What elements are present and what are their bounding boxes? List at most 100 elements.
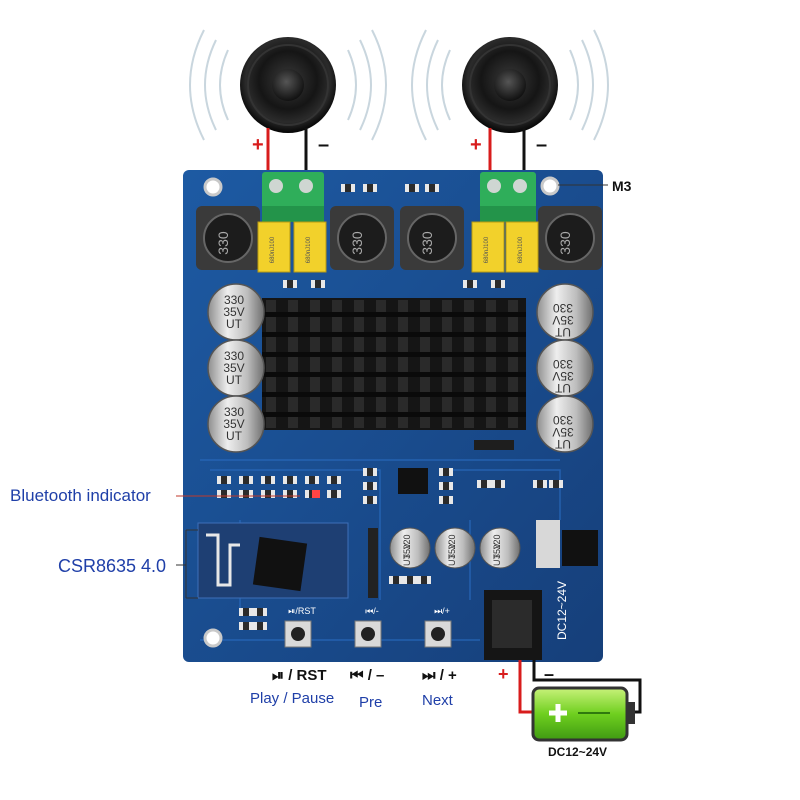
- heatsink-groove: [262, 412, 526, 417]
- smd-part: [239, 490, 253, 498]
- smd-part: [341, 184, 355, 192]
- plus-label-power: +: [498, 664, 509, 684]
- annotation-lines: [176, 184, 608, 599]
- bluetooth-indicator-led: [312, 490, 320, 498]
- terminal-block-right: [480, 172, 536, 222]
- smd-part: [549, 480, 563, 488]
- capacitor-marking: UT: [226, 373, 243, 387]
- capacitor-marking: UT: [447, 554, 457, 566]
- smd-part: [305, 476, 319, 484]
- smd-part: [239, 622, 253, 630]
- next-action: / +: [439, 667, 457, 684]
- pin-header-small: [474, 440, 514, 450]
- smd-part: [439, 496, 453, 504]
- smd-part: [311, 280, 325, 288]
- tactile-button: ⏭/+: [424, 606, 452, 648]
- tactile-button: ⏯/RST: [284, 606, 316, 648]
- inductor: 330: [400, 206, 464, 270]
- heatsink-fin: [486, 300, 496, 428]
- capacitor-marking: UT: [402, 554, 412, 566]
- smd-part: [417, 576, 431, 584]
- previous-icon: ⏮: [350, 667, 364, 684]
- film-cap-marking: 680nJ100: [306, 236, 312, 263]
- heatsink-fin: [464, 300, 474, 428]
- smd-part: [217, 476, 231, 484]
- previous-action: / –: [367, 667, 385, 684]
- heatsink-groove: [262, 372, 526, 377]
- smd-part: [363, 184, 377, 192]
- heatsink-fin: [288, 300, 298, 428]
- sound-waves-right: [411, 29, 609, 141]
- smd-part: [425, 184, 439, 192]
- smd-part: [477, 480, 491, 488]
- opamp-chip: [398, 468, 428, 494]
- heatsink: [262, 298, 526, 430]
- heatsink-fin: [508, 300, 518, 428]
- capacitor-marking: 220: [402, 534, 412, 549]
- pcb-dc-label: DC12~24V: [555, 581, 569, 640]
- capacitor-marking: 220: [492, 534, 502, 549]
- dc-jack: [484, 590, 542, 660]
- capacitor-marking: 35V: [552, 313, 573, 327]
- smd-part: [491, 280, 505, 288]
- inductor: 330: [538, 206, 602, 270]
- capacitor-marking: UT: [554, 325, 571, 339]
- capacitor-marking: UT: [226, 317, 243, 331]
- plus-label-right-speaker: +: [470, 134, 482, 156]
- csr-module-label: CSR8635 4.0: [58, 556, 167, 576]
- play-pause-icon: ⏯: [272, 667, 285, 684]
- capacitor-marking: UT: [492, 554, 502, 566]
- smd-part: [389, 576, 403, 584]
- inductor-marking: 330: [349, 231, 365, 255]
- capacitors-330uf: 33035VUT33035VUT33035VUT33035VUT33035VUT…: [207, 283, 594, 453]
- smd-part: [261, 476, 275, 484]
- speaker-right: [462, 37, 558, 133]
- m3-label: M3: [612, 178, 632, 194]
- capacitor-marking: 330: [553, 413, 573, 427]
- minus-label-left-speaker: –: [318, 134, 330, 156]
- minus-label-power: –: [544, 664, 555, 684]
- heatsink-groove: [262, 312, 526, 317]
- tactile-buttons: ⏯/RST⏮/-⏭/+: [284, 606, 452, 648]
- next-button-label: ⏭ / +: [422, 667, 457, 684]
- bluetooth-module: [197, 522, 349, 599]
- bluetooth-indicator-label: Bluetooth indicator: [10, 486, 151, 505]
- smd-part: [283, 280, 297, 288]
- smd-part: [533, 480, 547, 488]
- smd-part: [253, 622, 267, 630]
- capacitor-marking: 35V: [552, 425, 573, 439]
- smd-part: [491, 480, 505, 488]
- heatsink-fin: [332, 300, 342, 428]
- sound-waves-left: [189, 29, 387, 141]
- heatsink-groove: [262, 332, 526, 337]
- heatsink-fin: [376, 300, 386, 428]
- terminal-block-left: [262, 172, 324, 222]
- heatsink-fin: [310, 300, 320, 428]
- film-cap-marking: 680nJ100: [270, 236, 276, 263]
- capacitor-marking: UT: [554, 437, 571, 451]
- voltage-regulator: [536, 520, 598, 568]
- play-pause-button-label: ⏯ / RST: [272, 667, 327, 684]
- capacitor-marking: 35V: [447, 543, 457, 559]
- capacitor-marking: 35V: [223, 361, 244, 375]
- heatsink-fin: [354, 300, 364, 428]
- mounting-holes: [203, 176, 560, 648]
- capacitor-marking: 220: [447, 534, 457, 549]
- heatsink-groove: [262, 392, 526, 397]
- pcb-button-label: ⏭/+: [434, 606, 450, 616]
- smd-part: [327, 476, 341, 484]
- play-pause-caption: Play / Pause: [250, 690, 335, 707]
- capacitor-marking: 330: [553, 301, 573, 315]
- smd-part: [283, 490, 297, 498]
- smd-part: [217, 490, 231, 498]
- smd-part: [261, 490, 275, 498]
